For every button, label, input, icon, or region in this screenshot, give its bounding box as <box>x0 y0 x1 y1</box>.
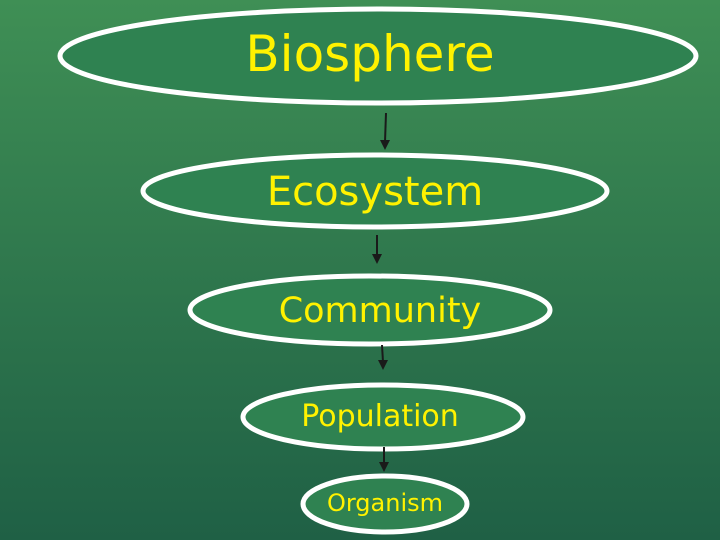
arrow-community-population <box>378 344 388 370</box>
biosphere-ellipse <box>57 6 699 106</box>
arrow-ecosystem-community <box>372 235 382 264</box>
organism-label: Organism <box>326 489 444 517</box>
population-label: Population <box>301 399 459 434</box>
community-ellipse <box>187 273 553 347</box>
ecosystem-ellipse <box>140 152 610 230</box>
biosphere-label: Biosphere <box>245 25 495 83</box>
arrow-population-organism <box>379 447 389 472</box>
community-label: Community <box>278 291 482 331</box>
arrow-biosphere-ecosystem <box>380 112 390 150</box>
organism-ellipse <box>300 473 470 535</box>
ecosystem-label: Ecosystem <box>266 169 484 215</box>
